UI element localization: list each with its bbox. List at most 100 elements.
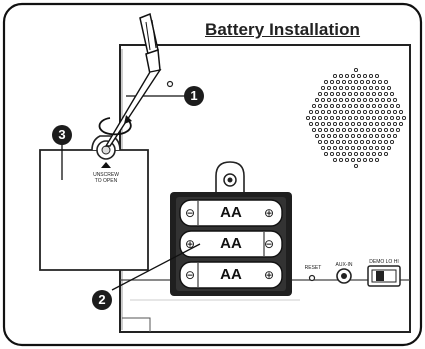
grille-hole	[383, 139, 389, 145]
grille-hole	[344, 121, 350, 127]
grille-hole	[347, 151, 353, 157]
grille-hole	[329, 151, 335, 157]
grille-hole	[344, 85, 350, 91]
grille-hole	[368, 73, 374, 79]
grille-hole	[386, 145, 392, 151]
reset-pinhole	[308, 274, 316, 282]
grille-hole	[344, 133, 350, 139]
battery-2-left-pole: ⊕	[184, 237, 196, 251]
grille-hole	[392, 121, 398, 127]
grille-hole	[347, 127, 353, 133]
grille-hole	[374, 133, 380, 139]
grille-hole	[320, 133, 326, 139]
grille-hole	[332, 133, 338, 139]
grille-hole	[326, 109, 332, 115]
grille-hole	[341, 79, 347, 85]
grille-hole	[365, 103, 371, 109]
grille-hole	[365, 91, 371, 97]
grille-hole	[374, 109, 380, 115]
grille-hole	[374, 97, 380, 103]
battery-2-label: AA	[220, 235, 242, 252]
grille-hole	[323, 103, 329, 109]
battery-cover	[39, 149, 149, 271]
battery-2-right-pole: ⊖	[263, 237, 275, 251]
grille-hole	[392, 133, 398, 139]
grille-hole	[368, 85, 374, 91]
grille-hole	[311, 115, 317, 121]
grille-hole	[329, 115, 335, 121]
grille-hole	[329, 79, 335, 85]
grille-hole	[362, 73, 368, 79]
grille-hole	[356, 157, 362, 163]
grille-hole	[365, 127, 371, 133]
grille-hole	[356, 145, 362, 151]
grille-hole	[371, 151, 377, 157]
grille-hole	[368, 133, 374, 139]
grille-hole	[341, 127, 347, 133]
grille-hole	[374, 121, 380, 127]
grille-hole	[350, 85, 356, 91]
grille-hole	[326, 121, 332, 127]
grille-hole	[365, 139, 371, 145]
grille-hole	[326, 133, 332, 139]
step-2-badge: 2	[92, 290, 112, 310]
grille-hole	[389, 127, 395, 133]
grille-hole	[341, 139, 347, 145]
grille-hole	[350, 73, 356, 79]
grille-hole	[332, 109, 338, 115]
battery-1-left-pole: ⊖	[184, 206, 196, 220]
cover-instruction-line2: TO OPEN	[94, 178, 118, 184]
grille-hole	[344, 145, 350, 151]
grille-hole	[389, 91, 395, 97]
screwdriver-icon	[104, 12, 162, 147]
grille-hole	[335, 127, 341, 133]
grille-hole	[353, 91, 359, 97]
grille-hole	[371, 115, 377, 121]
grille-hole	[377, 79, 383, 85]
step-3-badge: 3	[52, 125, 72, 145]
grille-hole	[353, 163, 359, 169]
grille-hole	[371, 103, 377, 109]
grille-hole	[353, 115, 359, 121]
grille-hole	[329, 91, 335, 97]
grille-hole	[371, 127, 377, 133]
grille-hole	[314, 97, 320, 103]
grille-hole	[317, 139, 323, 145]
grille-hole	[314, 109, 320, 115]
battery-3-left-pole: ⊖	[184, 268, 196, 282]
grille-hole	[335, 79, 341, 85]
grille-hole	[374, 145, 380, 151]
grille-hole	[317, 103, 323, 109]
grille-hole	[380, 145, 386, 151]
grille-hole	[335, 115, 341, 121]
grille-hole	[338, 121, 344, 127]
grille-hole	[347, 139, 353, 145]
grille-hole	[344, 157, 350, 163]
cover-instruction-line1: UNSCREW	[93, 172, 119, 178]
grille-hole	[350, 145, 356, 151]
grille-hole	[347, 103, 353, 109]
grille-hole	[344, 73, 350, 79]
grille-hole	[398, 109, 404, 115]
grille-hole	[383, 79, 389, 85]
grille-hole	[368, 145, 374, 151]
grille-hole	[335, 139, 341, 145]
grille-hole	[320, 97, 326, 103]
grille-hole	[392, 97, 398, 103]
grille-hole	[359, 115, 365, 121]
grille-hole	[332, 157, 338, 163]
battery-2	[179, 230, 283, 258]
grille-hole	[308, 121, 314, 127]
grille-hole	[308, 109, 314, 115]
grille-hole	[326, 145, 332, 151]
grille-hole	[356, 133, 362, 139]
grille-hole	[365, 151, 371, 157]
grille-hole	[323, 127, 329, 133]
grille-hole	[311, 127, 317, 133]
grille-hole	[377, 127, 383, 133]
grille-hole	[374, 73, 380, 79]
grille-hole	[320, 85, 326, 91]
grille-hole	[359, 79, 365, 85]
grille-hole	[386, 97, 392, 103]
